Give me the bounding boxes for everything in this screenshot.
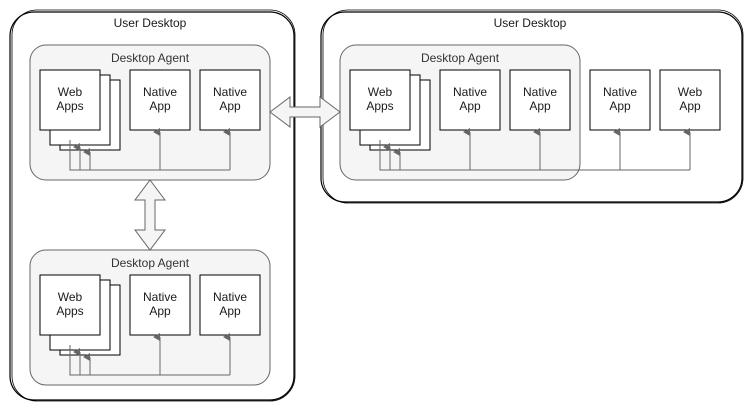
app-label-line: App (149, 99, 171, 113)
connector-bus (379, 128, 691, 171)
app-label-line: Apps (366, 99, 393, 113)
app-label-line: Web (58, 85, 83, 99)
bidirectional-arrow-horizontal (269, 96, 341, 128)
app-label-line: App (219, 99, 241, 113)
native-app-box: Native App (199, 69, 261, 131)
app-label-line: Web (678, 85, 703, 99)
web-apps-stack: Web Apps (349, 69, 431, 151)
desktop-agent-left-bottom: Desktop Agent Web Apps Native App Native… (29, 249, 271, 386)
app-label-line: Apps (56, 304, 83, 318)
bidirectional-arrow-vertical (134, 179, 166, 251)
native-app-box: Native App (509, 69, 571, 131)
web-app-box-external: Web App (659, 69, 721, 131)
native-app-box: Native App (129, 69, 191, 131)
native-app-box-external: Native App (589, 69, 651, 131)
agent-title: Desktop Agent (111, 256, 190, 270)
native-app-box: Native App (129, 274, 191, 336)
app-label-line: Native (143, 290, 177, 304)
app-label-line: Native (213, 290, 247, 304)
web-apps-stack: Web Apps (39, 69, 121, 151)
native-app-box: Native App (199, 274, 261, 336)
app-label-line: Native (523, 85, 557, 99)
app-label-line: Native (603, 85, 637, 99)
app-label-line: Apps (56, 99, 83, 113)
web-apps-stack: Web Apps (39, 274, 121, 356)
desktop-title: User Desktop (114, 16, 187, 30)
native-app-box: Native App (439, 69, 501, 131)
app-label-line: Native (213, 85, 247, 99)
app-label-line: App (609, 99, 631, 113)
agent-title: Desktop Agent (421, 51, 500, 65)
app-label-line: App (219, 304, 241, 318)
app-label-line: Native (453, 85, 487, 99)
app-label-line: App (529, 99, 551, 113)
desktop-title: User Desktop (494, 16, 567, 30)
desktop-agent-left-top: Desktop Agent Web Apps Native App Native… (29, 44, 271, 181)
app-label-line: Web (368, 85, 393, 99)
app-label-line: App (459, 99, 481, 113)
app-label-line: Native (143, 85, 177, 99)
app-label-line: App (149, 304, 171, 318)
user-desktop-left: User Desktop (9, 9, 296, 402)
app-label-line: Web (58, 290, 83, 304)
connector-bus (69, 128, 231, 171)
connector-bus (69, 333, 231, 376)
agent-title: Desktop Agent (111, 51, 190, 65)
app-label-line: App (679, 99, 701, 113)
desktop-agent-right: Desktop Agent Web Apps Native App Native… (339, 44, 581, 181)
